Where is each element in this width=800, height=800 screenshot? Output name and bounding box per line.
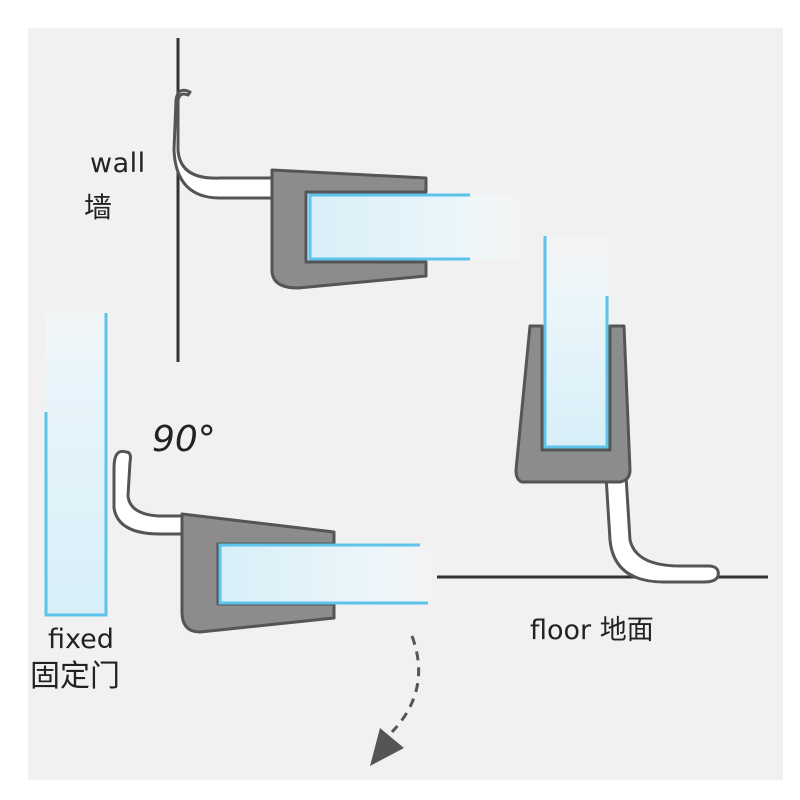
wall-glass (308, 194, 520, 260)
angle-label: 90° (152, 419, 216, 460)
swing-glass-edge (218, 543, 428, 605)
swing-arrow-path (390, 635, 421, 734)
floor-label: floor 地面 (530, 615, 654, 646)
floor-seal-profile (514, 324, 632, 484)
floor-seal-group (437, 236, 768, 584)
fixed-glass-edge (44, 313, 108, 617)
wall-label-chinese: 墙 (84, 191, 113, 224)
fixed-label-chinese: 固定门 (30, 659, 120, 694)
background-panel (28, 28, 783, 780)
wall-glass-edge (308, 193, 470, 261)
floor-seal-fin (604, 474, 720, 584)
swing-arrow-head (370, 728, 404, 766)
fixed-seal-group (44, 313, 432, 766)
swing-glass (220, 545, 432, 603)
wall-label: wall (90, 148, 146, 179)
fixed-label: fixed (48, 624, 114, 655)
wall-seal-group (172, 38, 520, 362)
fixed-glass (46, 313, 106, 615)
wall-seal-profile (270, 168, 428, 290)
floor-glass (544, 236, 608, 448)
floor-glass-edge (543, 236, 609, 449)
wall-seal-fin (172, 88, 282, 200)
